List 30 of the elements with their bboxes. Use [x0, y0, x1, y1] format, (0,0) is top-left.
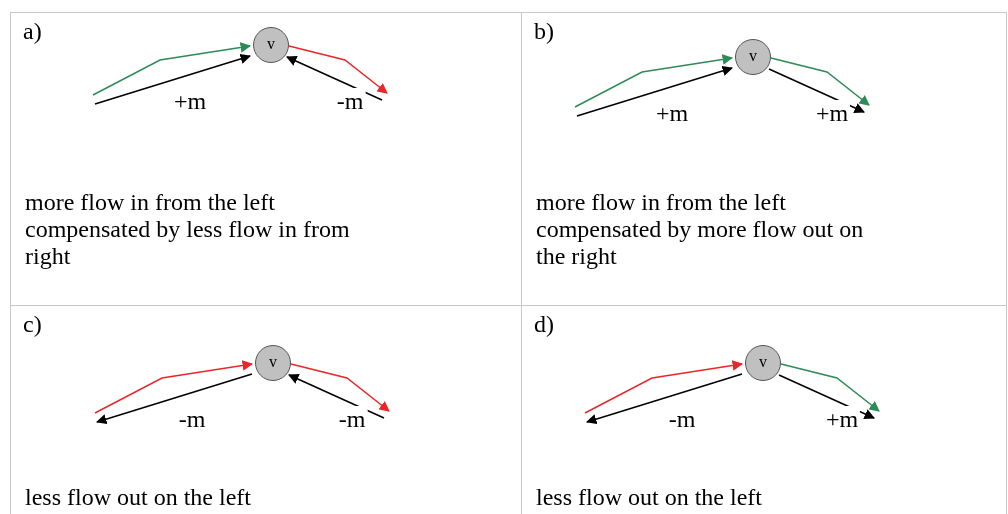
- arrow: [780, 363, 880, 412]
- node-circle: v: [253, 27, 289, 63]
- panel: [521, 12, 1007, 306]
- arrow: [770, 57, 870, 106]
- arrow: [288, 374, 385, 419]
- description-text: more flow in from the left compensated by more flow out on the right: [536, 189, 865, 270]
- arrow: [768, 68, 865, 113]
- panel-letter: c): [23, 310, 42, 338]
- panel-letter: b): [534, 17, 554, 45]
- arrow: [92, 42, 252, 96]
- description-text: less flow out on the left: [25, 484, 252, 511]
- arrow: [586, 373, 743, 425]
- arrow: [286, 56, 383, 101]
- description-text: less flow out on the left: [536, 484, 763, 511]
- arrow: [290, 363, 390, 412]
- arrow: [584, 360, 744, 414]
- arrow: [94, 53, 251, 105]
- arrow: [96, 373, 253, 425]
- panel-letter: d): [534, 310, 554, 338]
- panel: [10, 12, 522, 306]
- description-text: more flow in from the left compensated by less flow in from right: [25, 189, 351, 270]
- node-circle: v: [255, 345, 291, 381]
- arrow: [574, 54, 734, 108]
- arrow: [288, 45, 388, 94]
- arrow: [778, 374, 875, 419]
- node-circle: v: [735, 39, 771, 75]
- panel-letter: a): [23, 17, 42, 45]
- arrow: [576, 65, 733, 117]
- node-circle: v: [745, 345, 781, 381]
- arrow: [94, 360, 254, 414]
